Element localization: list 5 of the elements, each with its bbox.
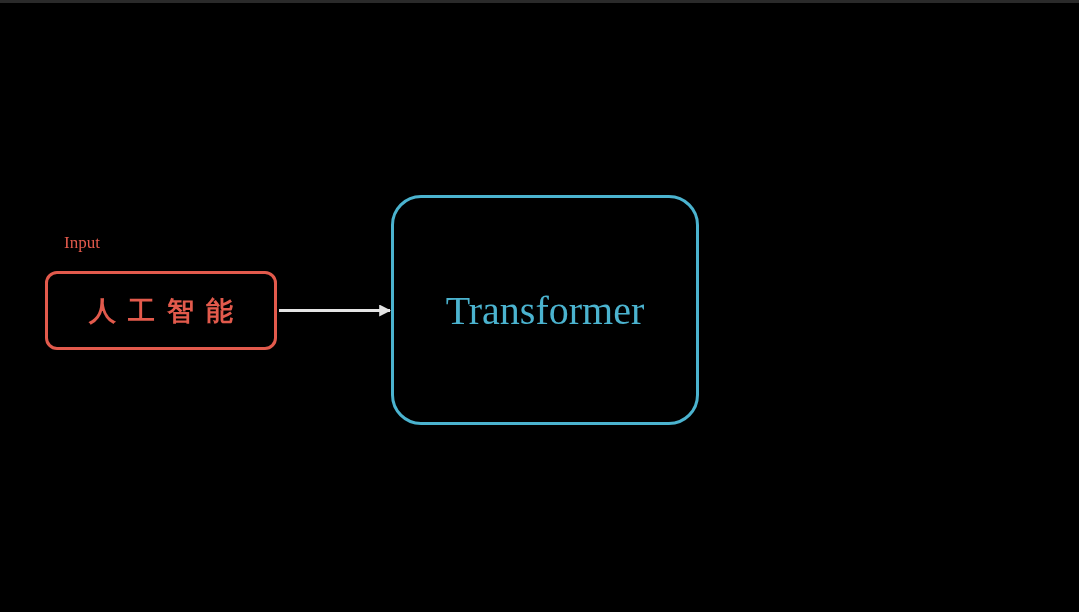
chinese-text: 人工智能 [89, 294, 245, 328]
transformer-label: Transformer [445, 286, 645, 334]
transformer-box [391, 195, 699, 425]
input-label: Input [64, 233, 100, 253]
arrow [279, 304, 392, 317]
